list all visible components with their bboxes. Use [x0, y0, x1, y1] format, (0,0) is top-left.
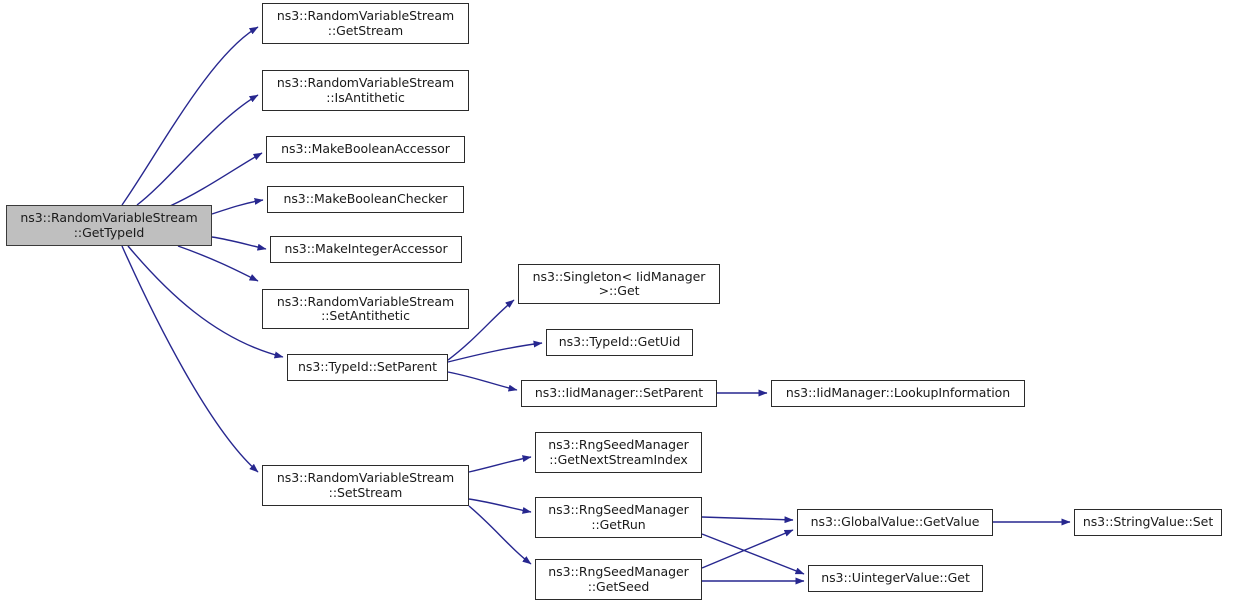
node-makebooleanchecker[interactable]: ns3::MakeBooleanChecker [267, 186, 464, 213]
node-label-getrun: ns3::RngSeedManager ::GetRun [548, 502, 689, 532]
edge-setstream-to-getseed [468, 505, 532, 565]
node-label-makebooleanaccessor: ns3::MakeBooleanAccessor [281, 141, 450, 157]
node-label-singletoniidmanagerget: ns3::Singleton< IidManager >::Get [532, 268, 706, 298]
edge-setstream-to-getrun [468, 498, 532, 514]
node-label-makeintegeraccessor: ns3::MakeIntegerAccessor [284, 241, 448, 257]
node-getseed[interactable]: ns3::RngSeedManager ::GetSeed [535, 559, 702, 600]
node-getnextstreamindex[interactable]: ns3::RngSeedManager ::GetNextStreamIndex [535, 432, 702, 473]
node-label-iidmanagerlookupinformation: ns3::IidManager::LookupInformation [785, 385, 1011, 401]
edge-gettypeid-to-setstream [121, 245, 259, 473]
node-gettypeid[interactable]: ns3::RandomVariableStream ::GetTypeId [6, 205, 212, 246]
node-label-getstream: ns3::RandomVariableStream ::GetStream [276, 8, 455, 38]
node-label-typeidsetparent: ns3::TypeId::SetParent [297, 359, 437, 375]
node-getstream[interactable]: ns3::RandomVariableStream ::GetStream [262, 3, 469, 44]
node-iidmanagerlookupinformation[interactable]: ns3::IidManager::LookupInformation [771, 380, 1025, 407]
edge-gettypeid-to-makebooleanchecker [211, 197, 264, 215]
node-isantithetic[interactable]: ns3::RandomVariableStream ::IsAntithetic [262, 70, 469, 111]
node-setantithetic[interactable]: ns3::RandomVariableStream ::SetAntitheti… [262, 289, 469, 329]
node-getrun[interactable]: ns3::RngSeedManager ::GetRun [535, 497, 702, 538]
node-label-stringvalueset: ns3::StringValue::Set [1082, 514, 1214, 530]
edge-typeidsetparent-to-iidmanagersetparent [447, 371, 518, 392]
node-globalvaluegetvalue[interactable]: ns3::GlobalValue::GetValue [797, 509, 993, 536]
edge-gettypeid-to-makebooleanaccessor [169, 152, 263, 207]
node-label-setantithetic: ns3::RandomVariableStream ::SetAntitheti… [276, 293, 455, 323]
edge-getrun-to-uintegervalueget [701, 533, 805, 575]
node-label-uintegervalueget: ns3::UintegerValue::Get [821, 570, 970, 586]
edge-getrun-to-globalvaluegetvalue [701, 516, 794, 524]
edge-setstream-to-getnextstreamindex [468, 455, 532, 473]
node-label-setstream: ns3::RandomVariableStream ::SetStream [276, 470, 455, 500]
node-makeintegeraccessor[interactable]: ns3::MakeIntegerAccessor [270, 236, 462, 263]
edge-gettypeid-to-isantithetic [136, 94, 259, 206]
node-label-iidmanagersetparent: ns3::IidManager::SetParent [534, 385, 704, 401]
node-makebooleanaccessor[interactable]: ns3::MakeBooleanAccessor [266, 136, 465, 163]
node-typeidsetparent[interactable]: ns3::TypeId::SetParent [287, 354, 448, 381]
edge-gettypeid-to-typeidsetparent [127, 245, 284, 359]
edge-getseed-to-globalvaluegetvalue [701, 529, 794, 569]
edge-gettypeid-to-makeintegeraccessor [211, 236, 267, 251]
node-label-getnextstreamindex: ns3::RngSeedManager ::GetNextStreamIndex [548, 437, 689, 467]
node-typeidgetuid[interactable]: ns3::TypeId::GetUid [546, 329, 693, 356]
edge-typeidsetparent-to-typeidgetuid [447, 340, 543, 363]
node-label-isantithetic: ns3::RandomVariableStream ::IsAntithetic [276, 75, 455, 105]
node-label-gettypeid: ns3::RandomVariableStream ::GetTypeId [20, 210, 198, 240]
node-label-getseed: ns3::RngSeedManager ::GetSeed [548, 564, 689, 594]
edge-gettypeid-to-setantithetic [177, 245, 259, 282]
node-setstream[interactable]: ns3::RandomVariableStream ::SetStream [262, 465, 469, 506]
node-iidmanagersetparent[interactable]: ns3::IidManager::SetParent [521, 380, 717, 407]
edge-gettypeid-to-getstream [121, 26, 259, 206]
node-label-typeidgetuid: ns3::TypeId::GetUid [558, 334, 681, 350]
node-stringvalueset[interactable]: ns3::StringValue::Set [1074, 509, 1222, 536]
node-label-globalvaluegetvalue: ns3::GlobalValue::GetValue [810, 514, 980, 530]
node-singletoniidmanagerget[interactable]: ns3::Singleton< IidManager >::Get [518, 264, 720, 304]
node-label-makebooleanchecker: ns3::MakeBooleanChecker [283, 191, 448, 207]
node-uintegervalueget[interactable]: ns3::UintegerValue::Get [808, 565, 983, 592]
